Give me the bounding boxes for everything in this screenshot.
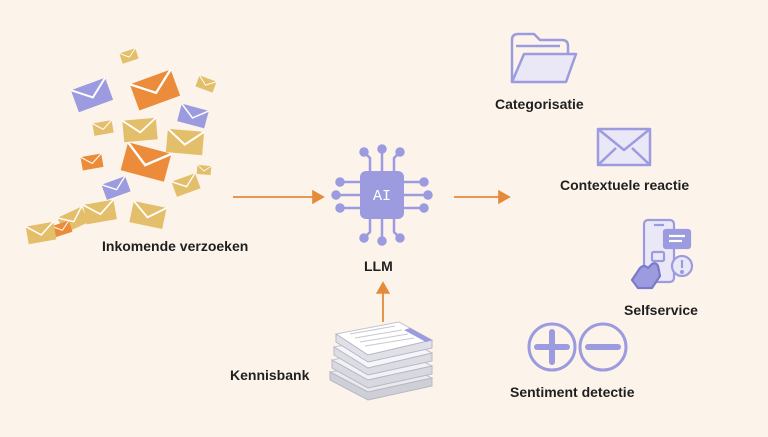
output-label-categorisatie: Categorisatie (495, 96, 584, 112)
phone-chat-icon (630, 218, 694, 290)
output-label-selfservice: Selfservice (624, 302, 698, 318)
folder-icon (510, 32, 578, 84)
ai-chip-icon (331, 144, 433, 246)
llm-label: LLM (364, 258, 393, 274)
output-label-contextuele-reactie: Contextuele reactie (560, 177, 690, 193)
envelope-icon (596, 127, 652, 167)
incoming-envelopes-illustration (24, 47, 218, 246)
plus-minus-icon (527, 322, 628, 372)
ai-chip-text: AI (373, 188, 391, 205)
output-label-sentiment-detectie: Sentiment detectie (510, 384, 635, 400)
incoming-requests-label: Inkomende verzoeken (102, 238, 249, 254)
knowledge-base-label: Kennisbank (230, 367, 310, 383)
knowledge-base-icon (328, 321, 434, 401)
